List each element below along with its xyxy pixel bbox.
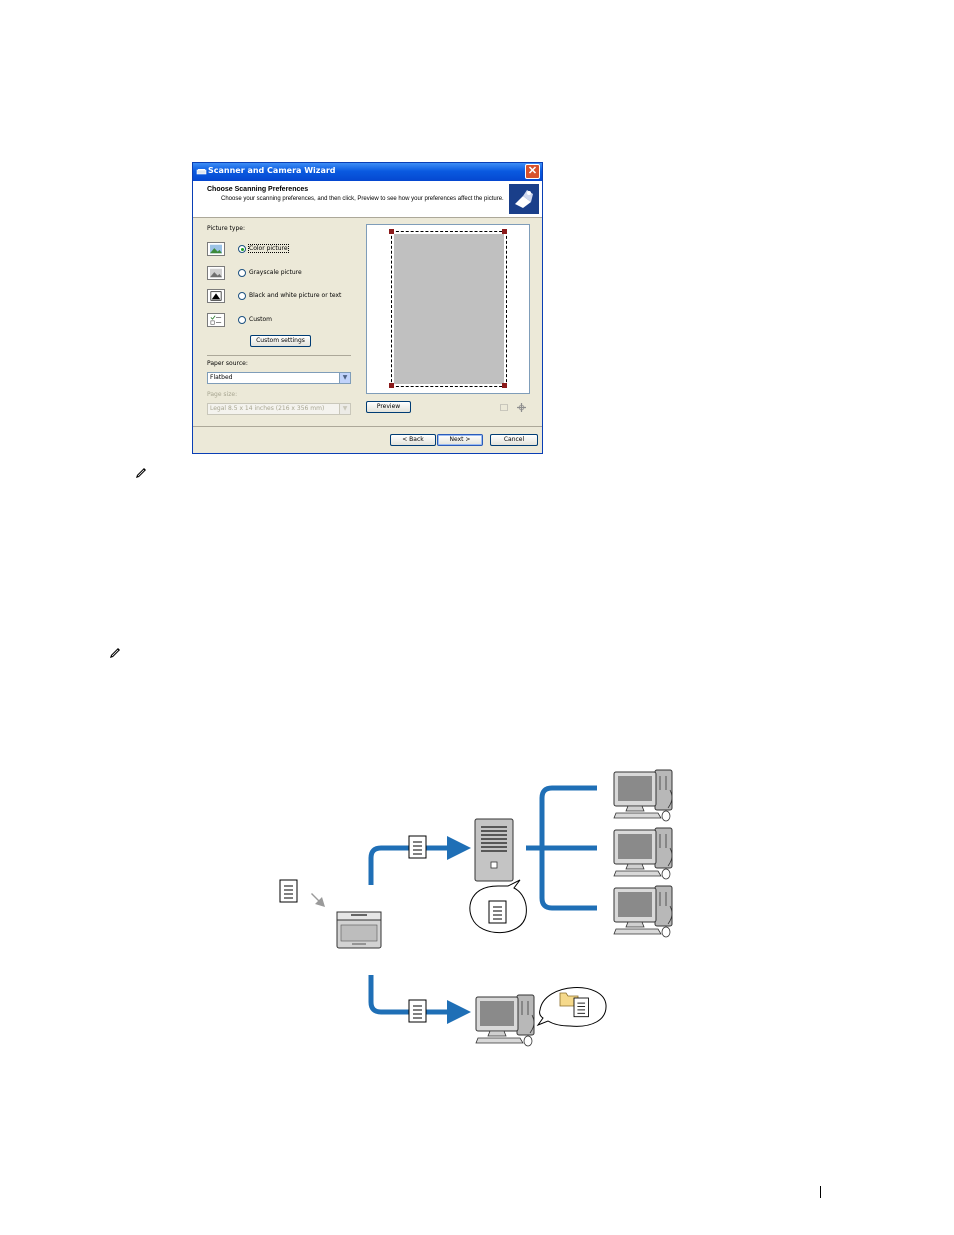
color-picture-label[interactable]: Color picture (248, 244, 289, 253)
preview-button[interactable]: Preview (366, 401, 411, 413)
custom-settings-button[interactable]: Custom settings (250, 335, 311, 347)
zoom-icon[interactable] (516, 402, 527, 413)
local-folder-bubble (536, 987, 607, 1027)
bw-picture-radio[interactable] (238, 292, 246, 300)
bw-picture-label[interactable]: Black and white picture or text (249, 292, 342, 299)
back-button[interactable]: < Back (390, 434, 436, 446)
document-icon (408, 835, 427, 859)
grayscale-picture-label[interactable]: Grayscale picture (249, 269, 302, 276)
scan-area[interactable] (391, 231, 507, 387)
header-title: Choose Scanning Preferences (207, 186, 309, 193)
header-description: Choose your scanning preferences, and th… (221, 196, 504, 202)
connector-lines (368, 785, 597, 1015)
feed-arrow-icon (311, 893, 325, 907)
page-footer-rule (820, 1186, 821, 1198)
custom-icon (207, 313, 225, 327)
cancel-button[interactable]: Cancel (490, 434, 538, 446)
button-divider (193, 426, 542, 427)
next-button[interactable]: Next > (437, 434, 483, 446)
grayscale-picture-icon (207, 266, 225, 280)
wizard-header: Choose Scanning Preferences Choose your … (193, 181, 542, 218)
wizard-logo-icon (509, 184, 539, 214)
server-storage-bubble (469, 879, 527, 934)
close-button[interactable]: ✕ (525, 164, 540, 179)
fit-selection-icon[interactable] (499, 403, 509, 412)
resize-handle[interactable] (502, 383, 507, 388)
color-picture-icon (207, 242, 225, 256)
title-bar[interactable]: Scanner and Camera Wizard ✕ (193, 163, 542, 181)
client-computer-icon (613, 769, 673, 822)
server-icon (474, 818, 514, 882)
scanner-wizard-window: Scanner and Camera Wizard ✕ Choose Scann… (192, 162, 543, 454)
page-size-select[interactable]: Legal 8.5 x 14 inches (216 x 356 mm) ▼ (207, 403, 351, 415)
document-icon (279, 879, 298, 903)
document-icon (408, 999, 427, 1023)
paper-source-value: Flatbed (210, 374, 233, 381)
resize-handle[interactable] (389, 229, 394, 234)
local-computer-icon (475, 994, 535, 1047)
client-computer-icon (613, 885, 673, 938)
resize-handle[interactable] (502, 229, 507, 234)
paper-source-select[interactable]: Flatbed ▼ (207, 372, 351, 384)
preview-pane[interactable] (366, 224, 530, 394)
divider (207, 355, 351, 356)
bw-picture-icon (207, 289, 225, 303)
client-computer-icon (613, 827, 673, 880)
close-icon: ✕ (527, 165, 538, 177)
resize-handle[interactable] (389, 383, 394, 388)
scan-flow-diagram (279, 769, 673, 1047)
grayscale-picture-radio[interactable] (238, 269, 246, 277)
page-size-label: Page size: (207, 391, 238, 398)
arrow-heads (447, 836, 471, 1024)
paper-source-label: Paper source: (207, 360, 248, 367)
page-size-value: Legal 8.5 x 14 inches (216 x 356 mm) (210, 405, 325, 412)
chevron-down-icon[interactable]: ▼ (339, 404, 350, 414)
pencil-note-icon (134, 466, 148, 480)
color-picture-radio[interactable] (238, 245, 246, 253)
chevron-down-icon[interactable]: ▼ (339, 373, 350, 383)
pencil-note-icon (108, 646, 122, 660)
printer-icon (336, 911, 382, 949)
scanner-app-icon (196, 169, 207, 175)
picture-type-label: Picture type: (207, 225, 245, 232)
custom-label[interactable]: Custom (249, 316, 272, 323)
custom-radio[interactable] (238, 316, 246, 324)
scan-region (394, 234, 504, 384)
window-title: Scanner and Camera Wizard (208, 166, 336, 175)
